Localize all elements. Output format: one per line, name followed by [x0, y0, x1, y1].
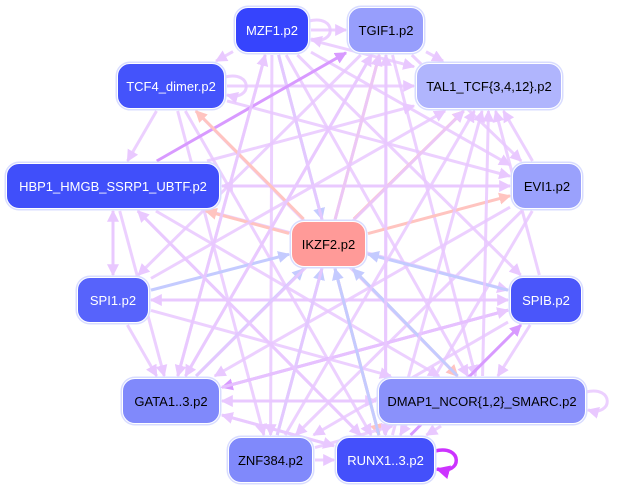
edge-ikzf2-to-evi1: [367, 192, 512, 235]
node-spib[interactable]: SPIB.p2: [510, 277, 582, 323]
node-spi1[interactable]: SPI1.p2: [77, 277, 149, 323]
edge-tcf4-to-tcf4: [224, 74, 248, 104]
edge-dmap1-to-runx: [425, 424, 442, 437]
edge-znf384-to-tal1: [283, 109, 476, 436]
node-tgif1[interactable]: TGIF1.p2: [348, 7, 424, 53]
node-gata1-3[interactable]: GATA1..3.p2: [122, 378, 220, 424]
edge-gata-to-tgif1: [184, 53, 373, 377]
edge-spi1-to-gata: [126, 324, 158, 378]
edge-runx-to-ikzf2: [332, 267, 381, 436]
edge-runx-to-gata: [220, 412, 335, 448]
edge-mzf1-to-znf384: [264, 54, 277, 437]
node-tcf4-dimer[interactable]: TCF4_dimer.p2: [117, 63, 225, 109]
edge-runx-to-runx: [434, 448, 458, 480]
edge-tcf4-to-hbp1: [126, 110, 158, 163]
edge-evi1-to-tal1: [502, 109, 534, 162]
edge-mzf1-to-dmap1: [284, 54, 470, 378]
edge-tcf4-to-runx: [184, 110, 373, 437]
edge-runx-to-hbp1: [136, 209, 362, 437]
node-dmap1[interactable]: DMAP1_NCOR{1,2}_SMARC.p2: [378, 378, 586, 424]
edge-hbp1-to-tal1: [206, 102, 416, 163]
edge-hbp1-to-dmap1: [155, 209, 441, 378]
node-hbp1[interactable]: HBP1_HMGB_SSRP1_UBTF.p2: [6, 163, 220, 209]
node-znf384[interactable]: ZNF384.p2: [228, 437, 313, 483]
edge-mzf1-to-mzf1: [308, 18, 332, 48]
edge-mzf1-to-tcf4: [215, 50, 234, 63]
edge-spib-to-dmap1: [496, 324, 532, 378]
edge-gata-to-mzf1: [176, 53, 269, 377]
edge-spi1-to-ikzf2: [150, 251, 291, 292]
edge-mzf1-to-tal1: [310, 38, 416, 70]
edge-dmap1-to-ikzf2: [351, 267, 459, 378]
node-tal1-tcf[interactable]: TAL1_TCF{3,4,12}.p2: [416, 63, 562, 109]
edge-gata-to-spib: [221, 307, 510, 389]
edge-tcf4-to-evi1: [226, 99, 512, 180]
edge-tgif1-to-tal1: [425, 50, 445, 63]
node-runx1-3[interactable]: RUNX1..3.p2: [336, 437, 435, 483]
node-ikzf2[interactable]: IKZF2.p2: [291, 221, 366, 267]
edge-evi1-to-gata: [213, 205, 511, 378]
node-evi1[interactable]: EVI1.p2: [512, 163, 582, 209]
node-mzf1[interactable]: MZF1.p2: [235, 7, 309, 53]
edge-dmap1-to-tal1: [481, 109, 495, 377]
edge-spi1-to-tal1: [150, 109, 447, 280]
edge-dmap1-to-dmap1: [585, 389, 609, 419]
